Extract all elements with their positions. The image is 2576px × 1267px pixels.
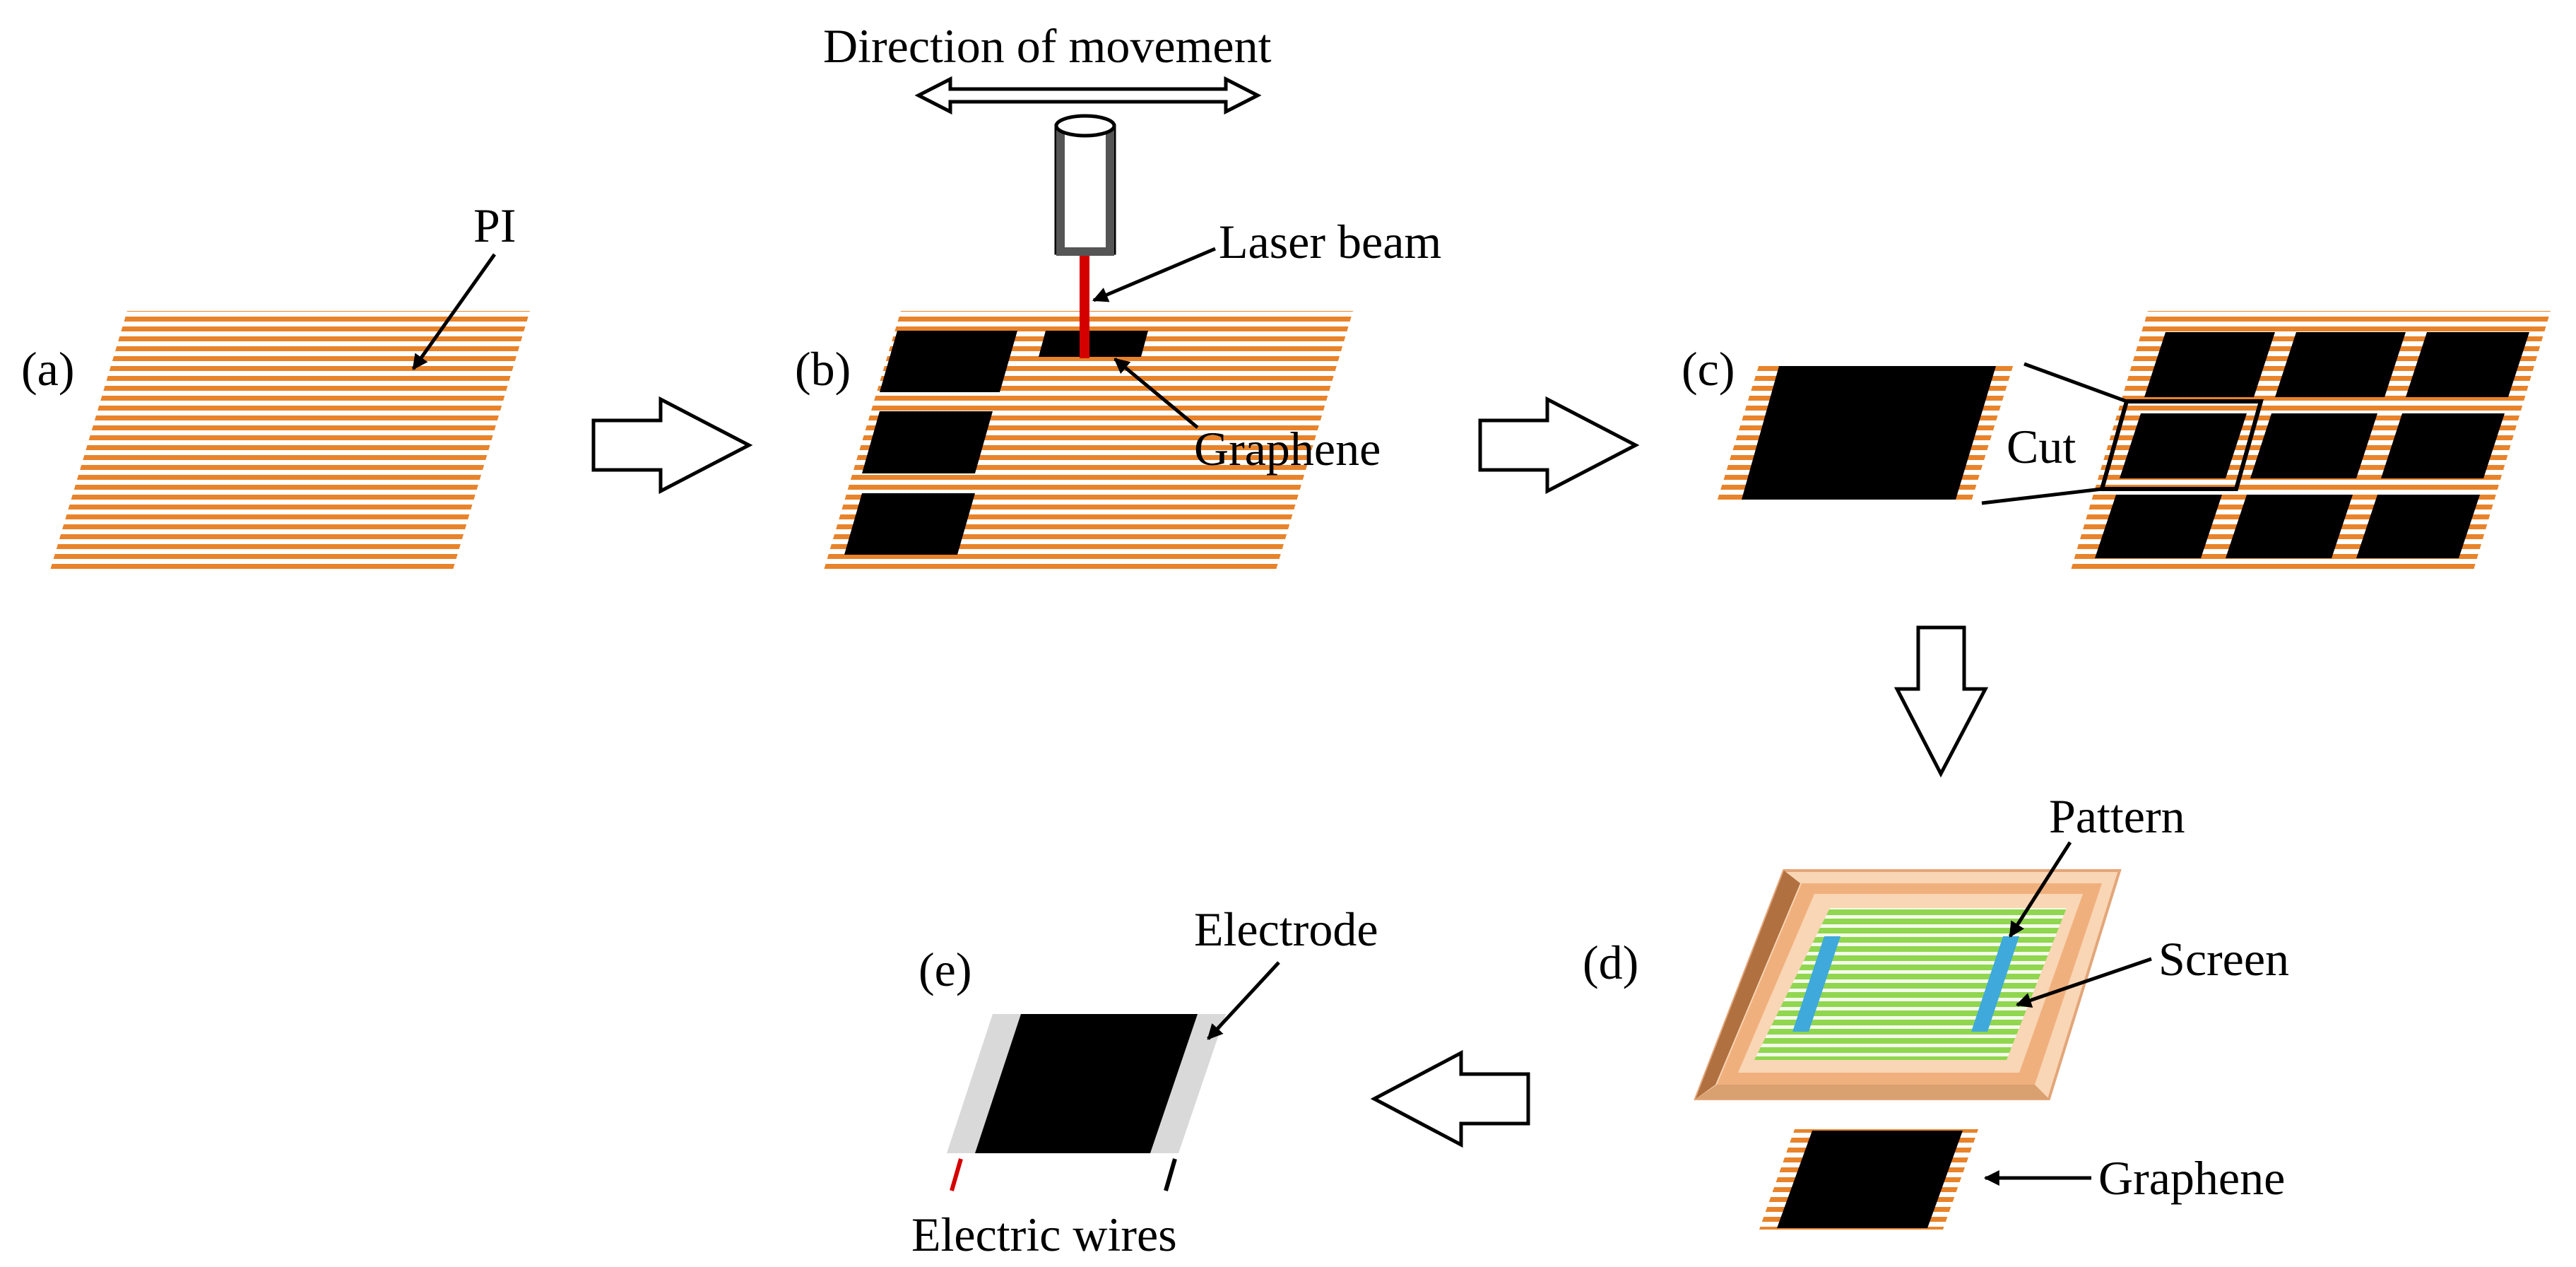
graphene-patch-writing (1039, 331, 1148, 357)
graphene-patch (2144, 332, 2275, 397)
direction-arrow-icon (914, 76, 1262, 115)
screen-label: Screen (2158, 932, 2289, 986)
graphene-patch (2356, 495, 2480, 558)
wires-label: Electric wires (911, 1208, 1177, 1261)
step-d: (d) Pattern Screen Graphene (1583, 789, 2289, 1230)
electrode-right (1150, 1014, 1226, 1153)
pi-label: PI (473, 199, 516, 252)
process-arrow-d-e (1370, 1049, 1530, 1148)
step-c-label: (c) (1682, 342, 1735, 396)
step-a-label: (a) (21, 342, 74, 396)
step-e: (e) Electrode Electric wires (911, 902, 1378, 1261)
wire-red (950, 1158, 963, 1191)
graphene-label-b: Graphene (1194, 422, 1381, 476)
wire-black (1164, 1158, 1177, 1191)
laser-beam (1080, 256, 1089, 358)
laser-pointer-arrow (1092, 247, 1216, 302)
step-d-label: (d) (1583, 936, 1638, 989)
electrode-left (947, 1014, 1021, 1153)
cut-selection-box (2099, 399, 2264, 491)
step-c: (c) Cut (1682, 311, 2551, 572)
graphene-patch (2381, 413, 2505, 478)
graphene-patch (2406, 332, 2529, 397)
process-arrow-a-b (591, 396, 753, 495)
cut-label: Cut (2007, 420, 2076, 473)
laser-head (1054, 114, 1116, 256)
step-b: (b) Direction of movement Laser beam Gra… (795, 19, 1441, 572)
graphene-patch (2250, 413, 2377, 478)
pattern-strip-right (1971, 936, 2019, 1032)
laser-beam-label: Laser beam (1219, 215, 1441, 269)
electrode-pointer-arrow (1207, 961, 1280, 1040)
pattern-strip-left (1792, 936, 1841, 1032)
direction-label: Direction of movement (823, 19, 1272, 73)
graphene-patch (2095, 495, 2222, 558)
step-b-label: (b) (795, 342, 851, 396)
graphene-patch (880, 331, 1017, 392)
pi-sheet (49, 311, 530, 572)
pattern-label: Pattern (2049, 789, 2185, 843)
graphene-sample-graphene (1777, 1131, 1963, 1228)
cut-piece-graphene (1742, 366, 1996, 500)
pattern-pointer-arrow (2008, 841, 2072, 938)
graphene-patch (844, 493, 975, 555)
graphene-pointer-arrow (1113, 358, 1199, 429)
electrode-label: Electrode (1194, 902, 1378, 956)
cut-guide-line (1981, 487, 2103, 505)
step-a: (a) PI (21, 199, 530, 572)
process-arrow-b-c (1478, 396, 1640, 495)
graphene-label-d: Graphene (2098, 1151, 2285, 1205)
cut-guide-line (2023, 362, 2127, 403)
graphene-sensor (975, 1014, 1198, 1153)
process-arrow-c-d (1893, 625, 1989, 778)
step-e-label: (e) (918, 943, 971, 996)
graphene-patch (862, 411, 993, 473)
graphene-patch (2275, 332, 2406, 397)
screen-pointer-arrow (2015, 957, 2152, 1008)
graphene-patch (2120, 413, 2247, 478)
graphene-patch (2226, 495, 2353, 558)
pi-pointer-arrow (411, 253, 497, 370)
